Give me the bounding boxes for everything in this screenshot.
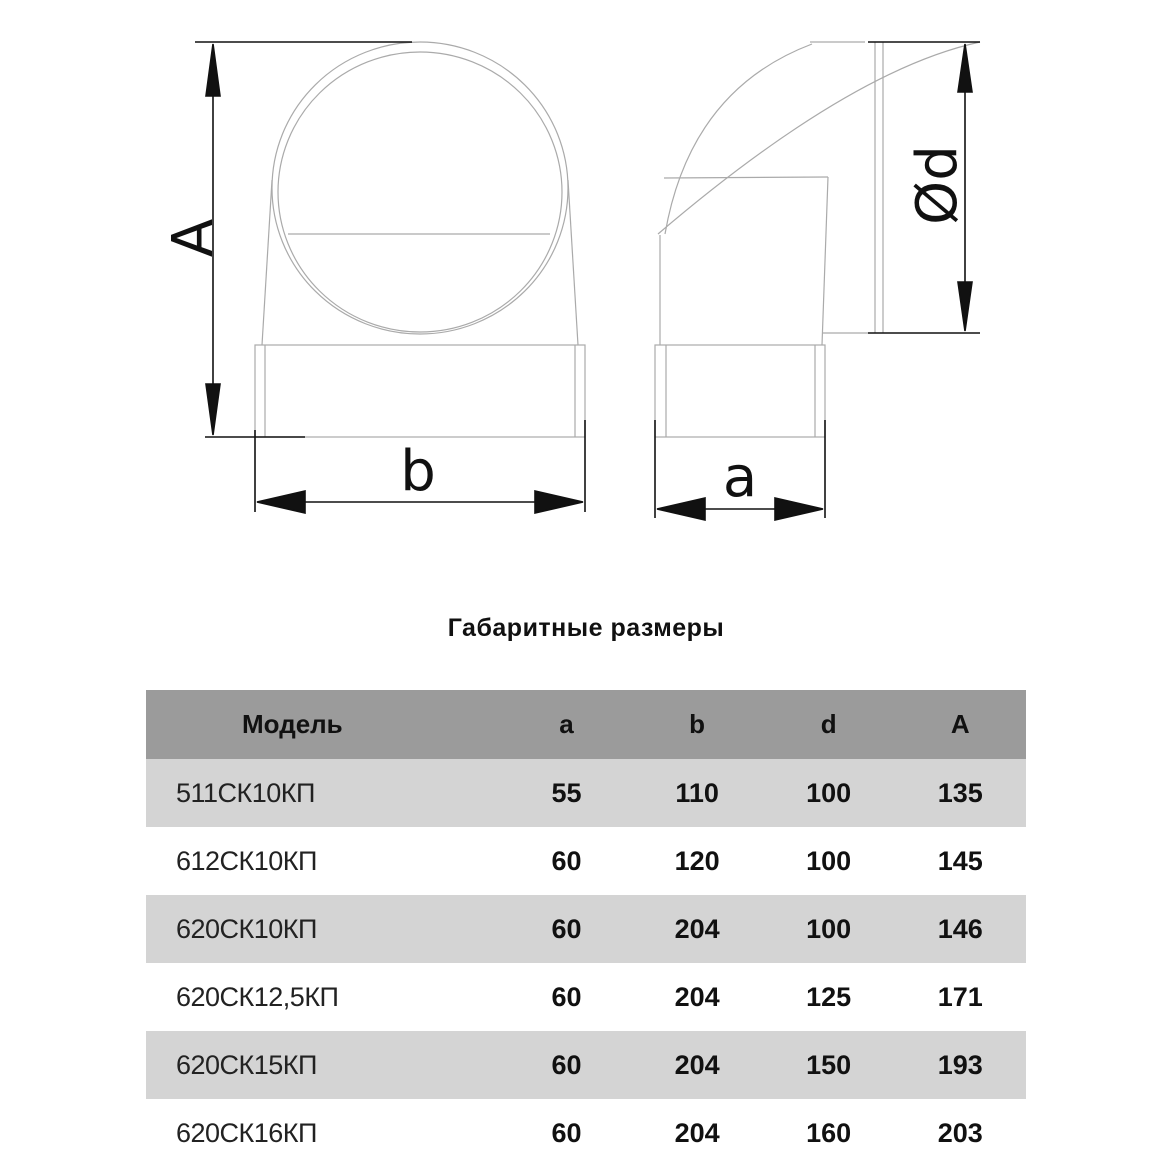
cell-d: 100: [806, 845, 852, 876]
cell-d: 125: [806, 981, 852, 1012]
dim-label-A: A: [161, 219, 226, 257]
dim-label-a: a: [723, 445, 757, 510]
cell-b: 204: [674, 981, 720, 1012]
cell-d: 100: [762, 895, 895, 963]
table-title: Габаритные размеры: [447, 614, 725, 642]
side-elbow-arc: [657, 41, 981, 235]
cell-a: 60: [551, 981, 582, 1012]
cell-b: 204: [631, 895, 763, 963]
header-d: d: [762, 690, 895, 759]
front-circle-outer: [271, 41, 569, 335]
cell-b: 120: [674, 845, 720, 876]
header-A: A: [894, 690, 1026, 759]
dimension-drawing: A b a Ød: [161, 41, 981, 522]
cell-model: 620СК10КП: [146, 895, 502, 963]
cell-a: 60: [551, 1117, 582, 1148]
cell-model: 620СК16КП: [176, 1117, 317, 1148]
cell-A: 193: [894, 1031, 1026, 1099]
dim-label-b: b: [400, 439, 436, 504]
cell-model: 620СК15КП: [146, 1031, 502, 1099]
header-a: a: [501, 690, 632, 759]
cell-model: 612СК10КП: [176, 845, 317, 876]
side-collar: [654, 344, 826, 438]
cell-a: 60: [501, 1031, 632, 1099]
table-header-row: Модель a b d A: [146, 690, 1026, 759]
table-row: 620СК12,5КП 60 204 125 171: [146, 963, 1026, 1031]
cell-A: 146: [894, 895, 1026, 963]
cell-a: 55: [501, 759, 632, 827]
table-row: 612СК10КП 60 120 100 145: [146, 827, 1026, 895]
cell-A: 135: [894, 759, 1026, 827]
dim-label-d: Ød: [905, 145, 970, 225]
cell-d: 160: [806, 1117, 852, 1148]
cell-b: 110: [631, 759, 763, 827]
cell-a: 60: [551, 845, 582, 876]
cell-d: 100: [762, 759, 895, 827]
cell-A: 203: [937, 1117, 983, 1148]
front-collar: [254, 344, 586, 438]
cell-a: 60: [501, 895, 632, 963]
header-b: b: [631, 690, 763, 759]
cell-A: 171: [937, 981, 983, 1012]
cell-d: 150: [762, 1031, 895, 1099]
cell-b: 204: [674, 1117, 720, 1148]
cell-model: 620СК12,5КП: [176, 981, 339, 1012]
front-circle-inner: [277, 51, 563, 333]
header-model: Модель: [146, 690, 502, 759]
table-row: 620СК16КП 60 204 160 203: [146, 1099, 1026, 1167]
cell-b: 204: [631, 1031, 763, 1099]
cell-model: 511СК10КП: [146, 759, 502, 827]
cell-A: 145: [937, 845, 983, 876]
